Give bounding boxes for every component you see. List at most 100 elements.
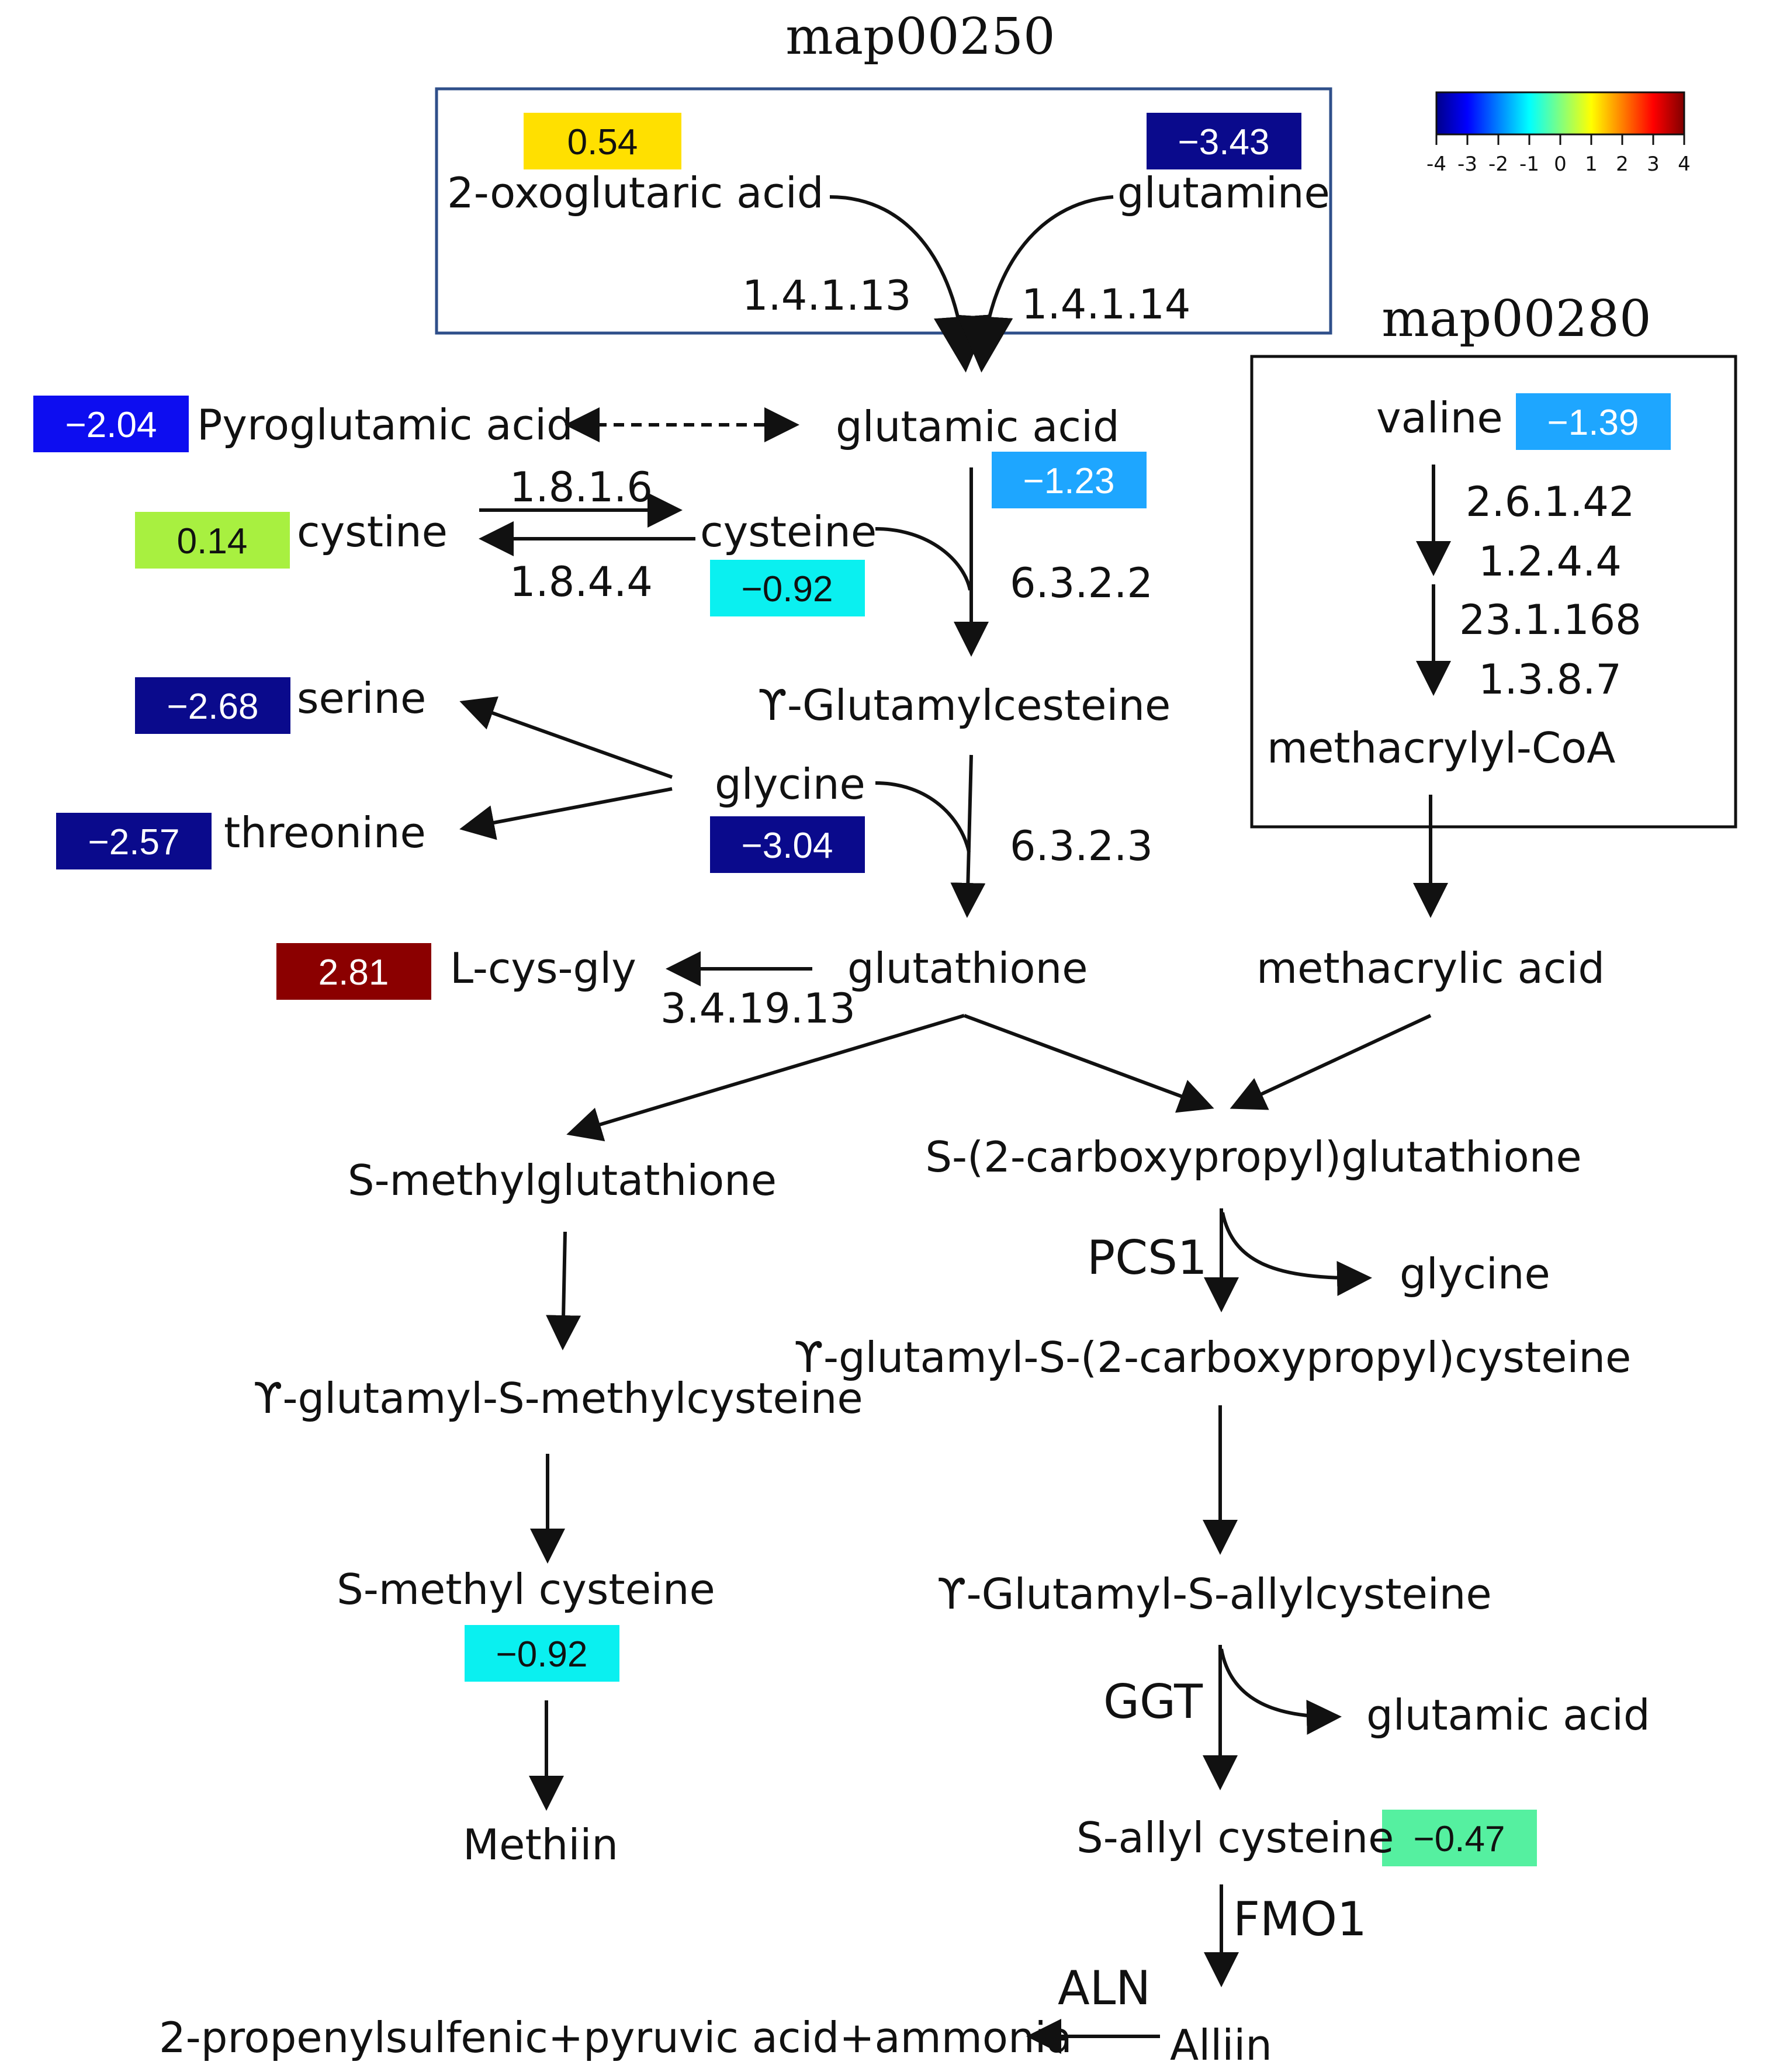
compound-cysteine: cysteine (700, 507, 877, 556)
badge-value: −0.92 (742, 569, 833, 609)
compound-labels: 2-oxoglutaric acid glutamine Pyroglutami… (159, 168, 1650, 2070)
enzyme-1-8-1-6: 1.8.1.6 (510, 463, 653, 511)
badge-valine: −1.39 (1516, 393, 1671, 450)
badge-value: −0.47 (1414, 1819, 1505, 1859)
badge-value: 0.54 (567, 122, 638, 162)
badge-value: −1.39 (1547, 403, 1639, 443)
compound-pyroglutamic: Pyroglutamic acid (197, 400, 573, 449)
arrow-methacrylic-to-s-carboxypropyl (1230, 1014, 1432, 1110)
compound-methacrylic-acid: methacrylic acid (1256, 944, 1605, 993)
badge-glutamine: −3.43 (1147, 113, 1301, 169)
enzyme-1-2-4-4: 1.2.4.4 (1478, 538, 1622, 585)
map00250-title: map00250 (785, 8, 1055, 66)
badge-cystine: 0.14 (135, 512, 290, 569)
badge-pyroglutamic: −2.04 (33, 396, 189, 452)
enzyme-6-3-2-2: 6.3.2.2 (1010, 559, 1153, 607)
badge-serine: −2.68 (135, 677, 290, 734)
badge-value: −2.57 (88, 822, 180, 862)
badge-fill (710, 816, 865, 873)
compound-threonine: threonine (224, 808, 426, 857)
badge-value: 0.14 (177, 521, 248, 562)
badge-fill (465, 1625, 619, 1682)
arrow-glutamylcysteine-to-glutathione (950, 754, 986, 918)
compound-s-carboxypropyl-glutathione: S-(2-carboxypropyl)glutathione (925, 1132, 1581, 1181)
arrow-glutathione-to-s-methylglutathione (566, 1014, 965, 1142)
badge-oxoglutaric: 0.54 (524, 113, 681, 169)
badge-fill (992, 452, 1147, 508)
badge-fill (56, 813, 212, 869)
enzyme-23-1-168: 23.1.168 (1459, 596, 1642, 644)
compound-glutamic-acid-released: glutamic acid (1366, 1690, 1650, 1740)
compound-s-methylglutathione: S-methylglutathione (348, 1156, 777, 1205)
badge-value: −3.43 (1178, 122, 1270, 162)
enzyme-1-8-4-4: 1.8.4.4 (510, 558, 653, 606)
badge-fill (1147, 113, 1301, 169)
badge-fill (135, 677, 290, 734)
compound-cystine: cystine (297, 507, 448, 556)
arrow-glycine-release (1221, 1212, 1372, 1296)
compound-methiin: Methiin (463, 1820, 618, 1869)
enzyme-1-4-1-13: 1.4.1.13 (742, 272, 911, 320)
arrow-glycine-to-threonine (459, 787, 673, 840)
enzyme-labels: 1.4.1.13 1.4.1.14 1.8.1.6 1.8.4.4 6.3.2.… (510, 272, 1642, 2015)
compound-glutamyl-s-carboxypropylcysteine: ϒ-glutamyl-S-(2-carboxypropyl)cysteine (794, 1333, 1632, 1382)
compound-valine: valine (1376, 393, 1503, 442)
enzyme-ggt: GGT (1103, 1675, 1203, 1729)
map00280-box (1250, 355, 1737, 829)
compound-alliin: Alliin (1170, 2021, 1272, 2070)
badge-fill (1382, 1810, 1537, 1866)
enzyme-6-3-2-3: 6.3.2.3 (1010, 822, 1153, 870)
value-badges: 0.54 −3.43 −2.04 −1.23 0.14 −0.92 −2.68 (33, 113, 1671, 1866)
compound-glutamyl-s-allylcysteine: ϒ-Glutamyl-S-allylcysteine (937, 1569, 1491, 1619)
colorbar-tick-label: 0 (1554, 153, 1567, 176)
curve-glycine-input (875, 781, 971, 853)
badge-value: −2.68 (167, 687, 259, 727)
colorbar-tick-label: -3 (1457, 153, 1477, 176)
badge-threonine: −2.57 (56, 813, 212, 869)
compound-oxoglutaric: 2-oxoglutaric acid (447, 168, 824, 217)
badge-value: −2.04 (65, 405, 157, 445)
badge-value: −1.23 (1023, 461, 1115, 501)
arrow-glutathione-to-s-carboxypropyl (963, 1014, 1214, 1113)
curve-cysteine-input (875, 527, 972, 591)
compound-glutamine: glutamine (1117, 168, 1330, 217)
colorbar-tick-label: -1 (1519, 153, 1539, 176)
badge-cysteine: −0.92 (710, 560, 865, 616)
colorbar-tick-label: 1 (1585, 153, 1598, 176)
enzyme-1-4-1-14: 1.4.1.14 (1021, 280, 1190, 328)
compound-glycine: glycine (715, 760, 865, 809)
badge-glutamic-acid: −1.23 (992, 452, 1147, 508)
enzyme-2-6-1-42: 2.6.1.42 (1466, 478, 1635, 526)
colorbar-tick-label: -4 (1426, 153, 1446, 176)
arrow-glycine-to-serine (459, 696, 673, 779)
colorbar-tick-label: 2 (1616, 153, 1629, 176)
badge-fill (710, 560, 865, 616)
compound-s-methyl-cysteine: S-methyl cysteine (337, 1565, 715, 1614)
compound-lcysgly: L-cys-gly (450, 944, 636, 993)
compound-serine: serine (297, 674, 426, 723)
badge-value: −3.04 (742, 826, 833, 866)
colorbar-tick-label: 3 (1647, 153, 1660, 176)
enzyme-pcs1: PCS1 (1087, 1231, 1207, 1285)
compound-glutamylcysteine: ϒ-Glutamylcesteine (758, 681, 1171, 730)
compound-glutamyl-s-methylcysteine: ϒ-glutamyl-S-methylcysteine (253, 1374, 863, 1423)
arrow-s-methylglutathione-step (546, 1231, 581, 1350)
badge-s-allyl-cysteine: −0.47 (1382, 1810, 1537, 1866)
compound-glycine-released: glycine (1400, 1249, 1550, 1298)
compound-glutathione: glutathione (847, 944, 1088, 993)
arrow-glutamine-to-glutamate (957, 195, 1114, 373)
reaction-arrows (459, 195, 1451, 2054)
compound-methacrylyl-coa: methacrylyl-CoA (1267, 723, 1615, 772)
colorbar-tick-label: -2 (1488, 153, 1508, 176)
map00280-title: map00280 (1381, 290, 1651, 348)
badge-lcysgly: 2.81 (276, 943, 431, 1000)
colorbar: -4 -3 -2 -1 0 1 2 3 4 (1426, 91, 1691, 176)
enzyme-1-3-8-7: 1.3.8.7 (1478, 656, 1622, 704)
enzyme-fmo1: FMO1 (1233, 1892, 1367, 1946)
badge-fill (524, 113, 681, 169)
badge-value: 2.81 (318, 952, 389, 993)
compound-s-allyl-cysteine: S-allyl cysteine (1076, 1813, 1394, 1862)
arrow-glutamate-release (1220, 1648, 1342, 1735)
badge-fill (276, 943, 431, 1000)
